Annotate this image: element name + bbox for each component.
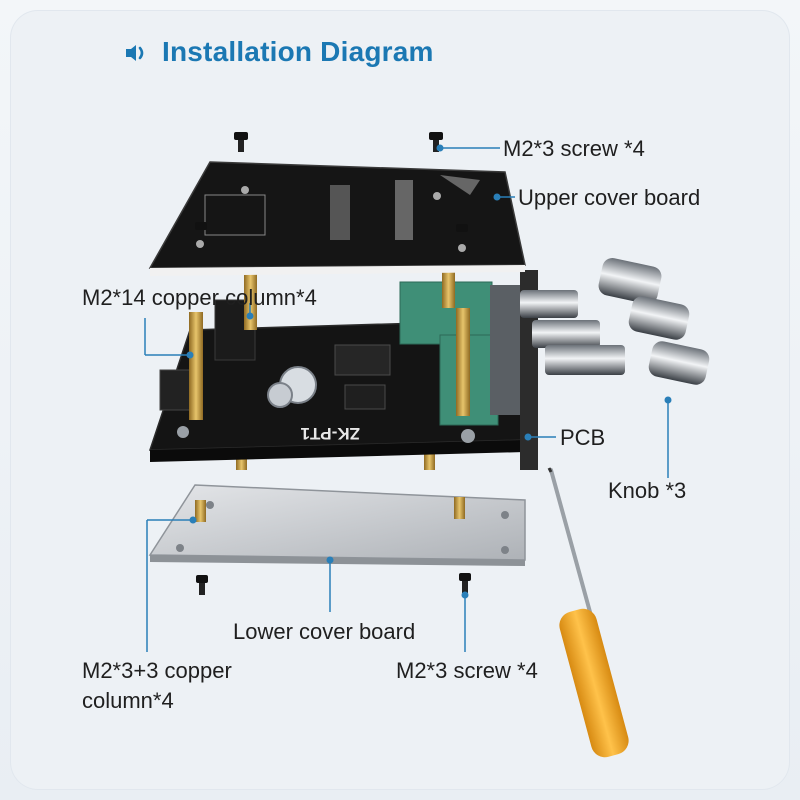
screwdriver-icon bbox=[547, 467, 629, 758]
tall-copper-column bbox=[189, 268, 470, 420]
label-screw-top: M2*3 screw *4 bbox=[503, 136, 645, 161]
knurled-shaft bbox=[520, 290, 625, 375]
label-screw-bottom: M2*3 screw *4 bbox=[396, 658, 538, 683]
leader-lines bbox=[144, 147, 669, 652]
short-copper-column bbox=[195, 452, 465, 522]
lower-cover-board bbox=[148, 484, 526, 566]
label-upper-cover-board: Upper cover board bbox=[518, 185, 701, 210]
upper-cover-board bbox=[148, 161, 526, 276]
leader-dots bbox=[186, 144, 672, 599]
speaker-icon bbox=[126, 45, 144, 61]
label-copper-column-33-line2: column*4 bbox=[82, 688, 174, 713]
label-pcb: PCB bbox=[560, 425, 606, 450]
screw-icon bbox=[195, 132, 468, 232]
label-lower-cover-board: Lower cover board bbox=[233, 619, 416, 644]
knob-icon bbox=[598, 258, 710, 385]
label-copper-column-33-line1: M2*3+3 copper bbox=[82, 658, 232, 683]
page-title: Installation Diagram bbox=[162, 36, 434, 67]
pcb-silkscreen: ZK-PT1 bbox=[301, 424, 361, 443]
screw-icon bbox=[196, 573, 471, 595]
label-knob: Knob *3 bbox=[608, 478, 687, 503]
label-copper-column-14: M2*14 copper column*4 bbox=[82, 285, 317, 310]
